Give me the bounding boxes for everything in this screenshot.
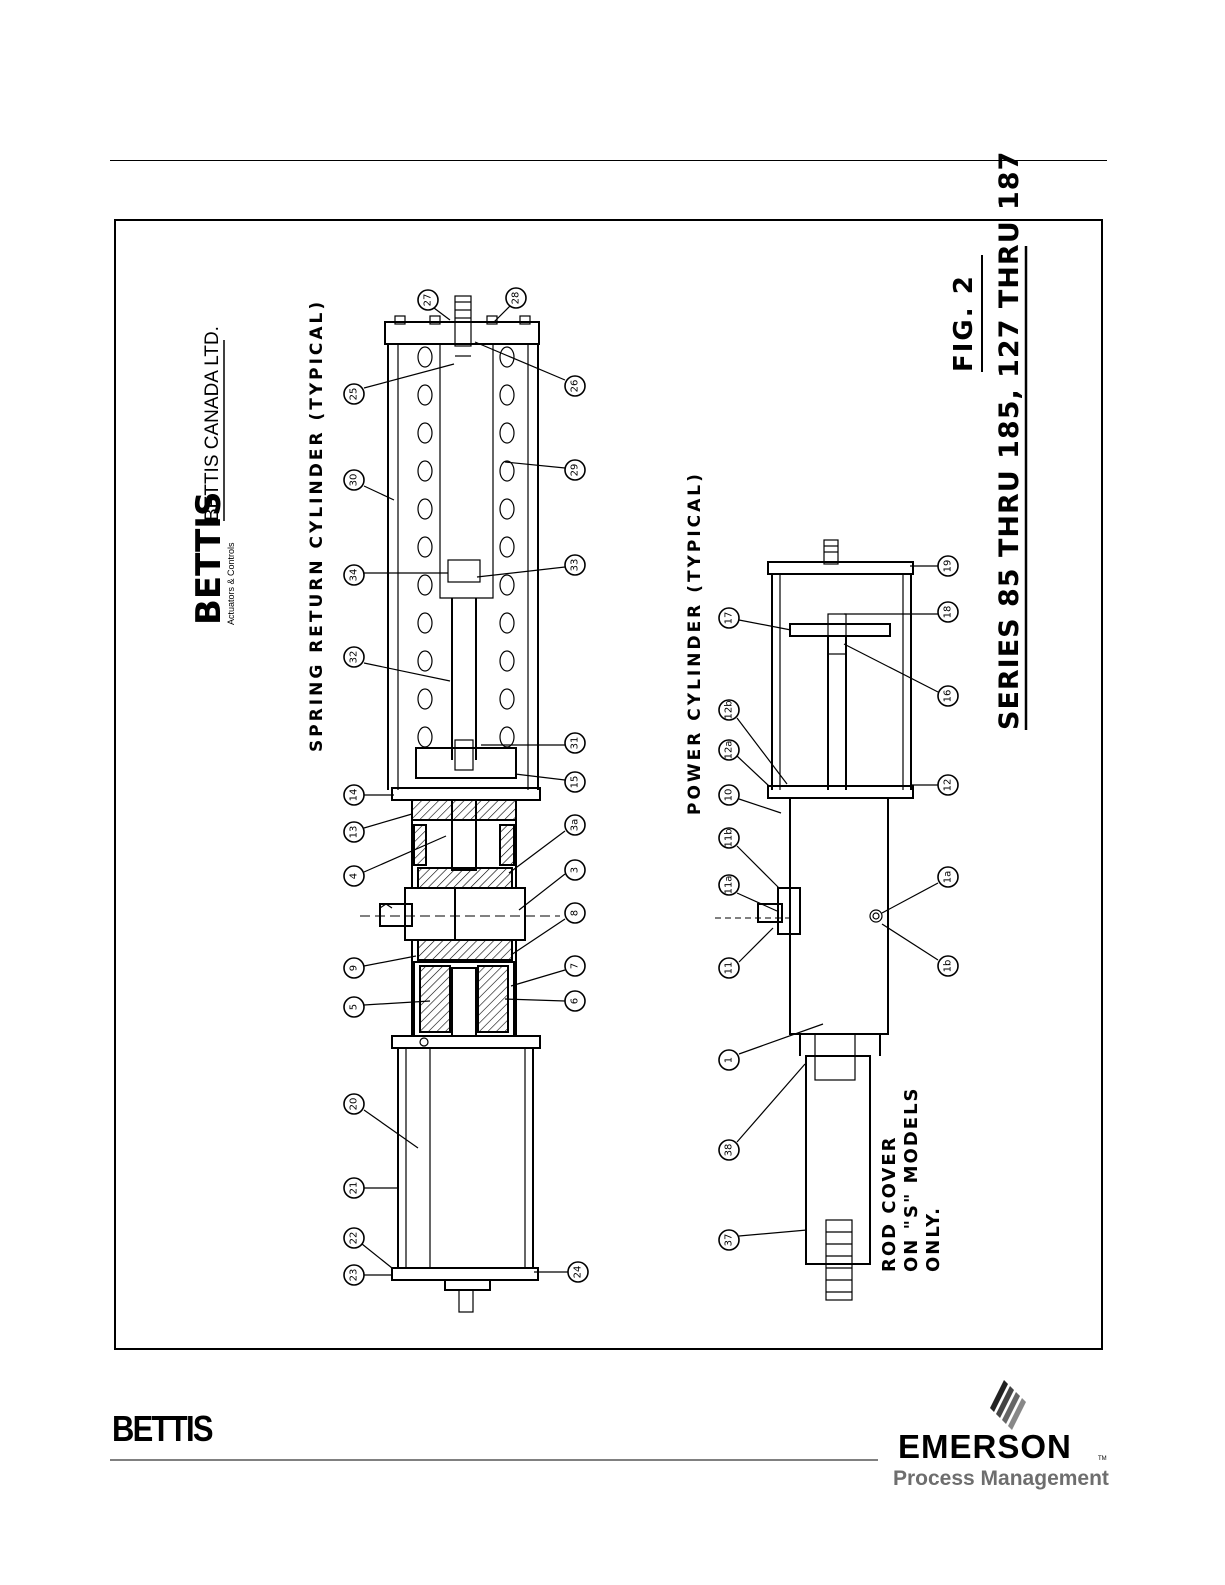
callout-27: 27 bbox=[423, 294, 434, 307]
callout-37: 37 bbox=[724, 1234, 735, 1247]
callout-5: 5 bbox=[349, 1004, 360, 1010]
output-shaft bbox=[379, 903, 413, 927]
callout-25: 25 bbox=[349, 388, 360, 401]
callout-6: 6 bbox=[570, 998, 581, 1004]
callout-15: 15 bbox=[570, 776, 581, 789]
spring-coil bbox=[417, 346, 515, 748]
footer-bettis-logo: BETTIS bbox=[112, 1408, 213, 1449]
callout-4: 4 bbox=[349, 873, 360, 879]
callout-1: 1 bbox=[724, 1057, 735, 1063]
callout-3: 3 bbox=[570, 867, 581, 873]
rod-cover-line-2: ON "S" MODELS bbox=[901, 1086, 922, 1272]
callout-16: 16 bbox=[943, 690, 954, 703]
center-plate bbox=[391, 787, 541, 801]
callout-28: 28 bbox=[511, 292, 522, 305]
callout-12: 12 bbox=[943, 779, 954, 792]
callout-12b: 12b bbox=[724, 700, 735, 719]
spring-piston bbox=[415, 747, 517, 779]
bettis-tagline: Actuators & Controls bbox=[226, 542, 236, 625]
series-label: SERIES 85 THRU 185, 127 THRU 187 bbox=[994, 151, 1025, 730]
power-cylinder-assembly bbox=[715, 539, 914, 1301]
company-header: BETTIS Actuators & Controls BETTIS CANAD… bbox=[189, 326, 236, 625]
callout-24: 24 bbox=[573, 1266, 584, 1279]
callout-30: 30 bbox=[349, 474, 360, 487]
rod-cover-line-3: ONLY. bbox=[923, 1206, 944, 1272]
callout-11: 11 bbox=[724, 962, 735, 975]
emerson-trademark: TM bbox=[1098, 1456, 1107, 1462]
callouts-spring: 27 28 25 26 30 29 34 33 32 31 14 15 13 3… bbox=[343, 287, 589, 1286]
callout-32: 32 bbox=[349, 651, 360, 664]
callout-10: 10 bbox=[724, 789, 735, 802]
callout-12a: 12a bbox=[724, 741, 735, 760]
callout-19: 19 bbox=[943, 560, 954, 573]
callout-26: 26 bbox=[570, 380, 581, 393]
company-name: BETTIS CANADA LTD. bbox=[202, 326, 223, 521]
callout-31: 31 bbox=[570, 737, 581, 750]
callout-1b: 1b bbox=[943, 960, 954, 973]
adjust-screw bbox=[454, 295, 472, 347]
power-end-cap bbox=[391, 1267, 539, 1281]
callout-18: 18 bbox=[943, 606, 954, 619]
power-cylinder-title: POWER CYLINDER (TYPICAL) bbox=[685, 471, 705, 815]
callout-23: 23 bbox=[349, 1269, 360, 1282]
fig-label: FIG. 2 bbox=[949, 274, 979, 372]
rod-cover bbox=[805, 1055, 871, 1265]
callout-17: 17 bbox=[724, 612, 735, 625]
callout-13: 13 bbox=[349, 826, 360, 839]
callout-29: 29 bbox=[570, 464, 581, 477]
power-piston bbox=[789, 623, 891, 637]
callout-11b: 11b bbox=[724, 828, 735, 847]
emerson-mark-icon bbox=[990, 1380, 1026, 1430]
spring-end-cap bbox=[384, 321, 540, 345]
callout-20: 20 bbox=[349, 1098, 360, 1111]
callouts-power: 17 18 16 19 12b 12a 12 10 11b 11a 1a 1b … bbox=[718, 555, 959, 1251]
callout-22: 22 bbox=[349, 1232, 360, 1245]
bettis-brand: BETTIS bbox=[189, 492, 229, 625]
callout-8: 8 bbox=[570, 910, 581, 916]
figure-frame bbox=[114, 219, 1103, 1350]
callout-3a: 3a bbox=[570, 819, 581, 832]
emerson-division: Process Management bbox=[893, 1467, 1109, 1490]
callout-1a: 1a bbox=[943, 871, 954, 884]
callout-33: 33 bbox=[570, 559, 581, 572]
emerson-logo-text: EMERSON bbox=[898, 1428, 1072, 1465]
callout-14: 14 bbox=[349, 789, 360, 802]
callout-34: 34 bbox=[349, 569, 360, 582]
header-rule bbox=[110, 160, 1107, 161]
callout-11a: 11a bbox=[724, 876, 735, 895]
spring-return-assembly bbox=[360, 295, 560, 1313]
callout-21: 21 bbox=[349, 1182, 360, 1195]
callout-9: 9 bbox=[349, 965, 360, 971]
callout-38: 38 bbox=[724, 1144, 735, 1157]
rod-cover-line-1: ROD COVER bbox=[879, 1136, 900, 1273]
rod-cover-note: ROD COVER ON "S" MODELS ONLY. bbox=[879, 1086, 944, 1272]
callout-7: 7 bbox=[570, 963, 581, 969]
spring-cylinder-title: SPRING RETURN CYLINDER (TYPICAL) bbox=[307, 299, 327, 752]
